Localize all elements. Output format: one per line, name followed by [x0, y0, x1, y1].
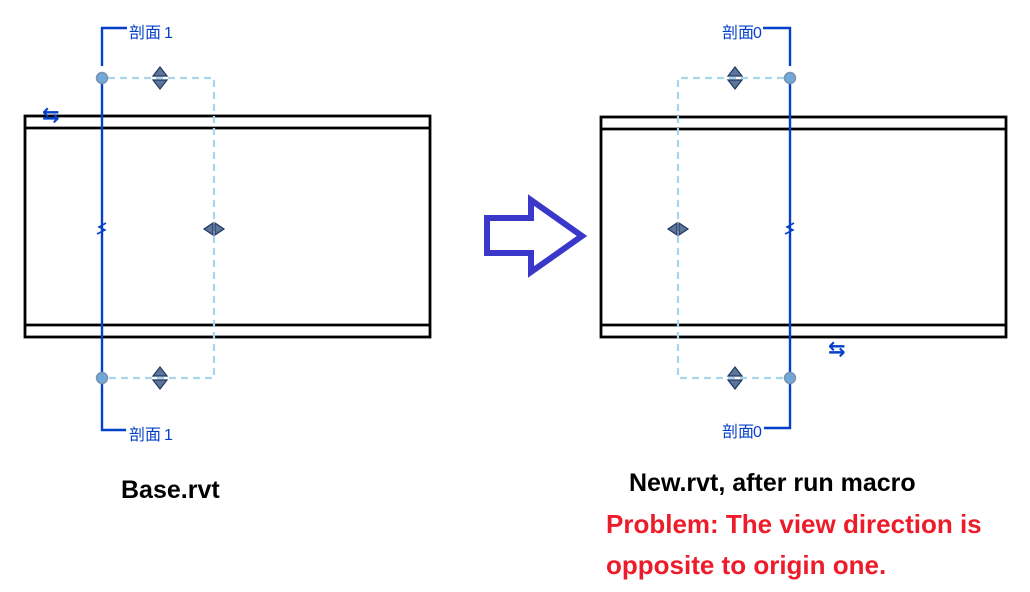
beam-outline: [599, 115, 1008, 339]
section-tag-elbow-bottom: [100, 384, 126, 432]
flip-section-icon: ⇆: [42, 103, 60, 127]
section-label-top: 剖面 0: [722, 24, 762, 42]
right-section-view: ⇆ 剖面 0 剖面 0: [599, 24, 1008, 441]
section-tag-elbow-top: [763, 26, 792, 66]
caption-new-rvt: New.rvt, after run macro: [629, 469, 916, 497]
section-grip-circle-top: [95, 71, 109, 85]
cycle-updown-control-top: [726, 66, 744, 90]
cycle-leftright-control: [202, 221, 226, 237]
section-extent-dashed: [676, 76, 784, 380]
comparison-drawing: ⇆ 剖面 1 剖面 1: [23, 24, 1008, 444]
left-section-view: ⇆ 剖面 1 剖面 1: [23, 24, 432, 444]
section-grip-circle-bottom: [95, 371, 109, 385]
transform-arrow-icon: [484, 194, 588, 278]
cycle-updown-control-bottom: [726, 366, 744, 390]
section-label-bottom: 剖面 0: [722, 423, 762, 441]
section-extent-dashed: [108, 76, 216, 380]
section-tag-elbow-top: [100, 26, 127, 66]
problem-note-line2: opposite to origin one.: [606, 550, 887, 580]
problem-note-line1: Problem: The view direction is: [606, 509, 982, 539]
section-grip-circle-top: [783, 71, 797, 85]
section-label-top: 剖面 1: [129, 24, 173, 42]
beam-outline: [23, 114, 432, 339]
cycle-leftright-control: [666, 221, 690, 237]
section-grip-circle-bottom: [783, 371, 797, 385]
flip-section-icon: ⇆: [828, 337, 846, 361]
cycle-updown-control-top: [151, 66, 169, 90]
section-break-squiggle: [96, 222, 107, 235]
section-tag-elbow-bottom: [764, 384, 792, 430]
section-label-bottom: 剖面 1: [129, 426, 173, 444]
section-break-squiggle: [784, 222, 795, 235]
cycle-updown-control-bottom: [151, 366, 169, 390]
caption-base-rvt: Base.rvt: [121, 476, 220, 504]
